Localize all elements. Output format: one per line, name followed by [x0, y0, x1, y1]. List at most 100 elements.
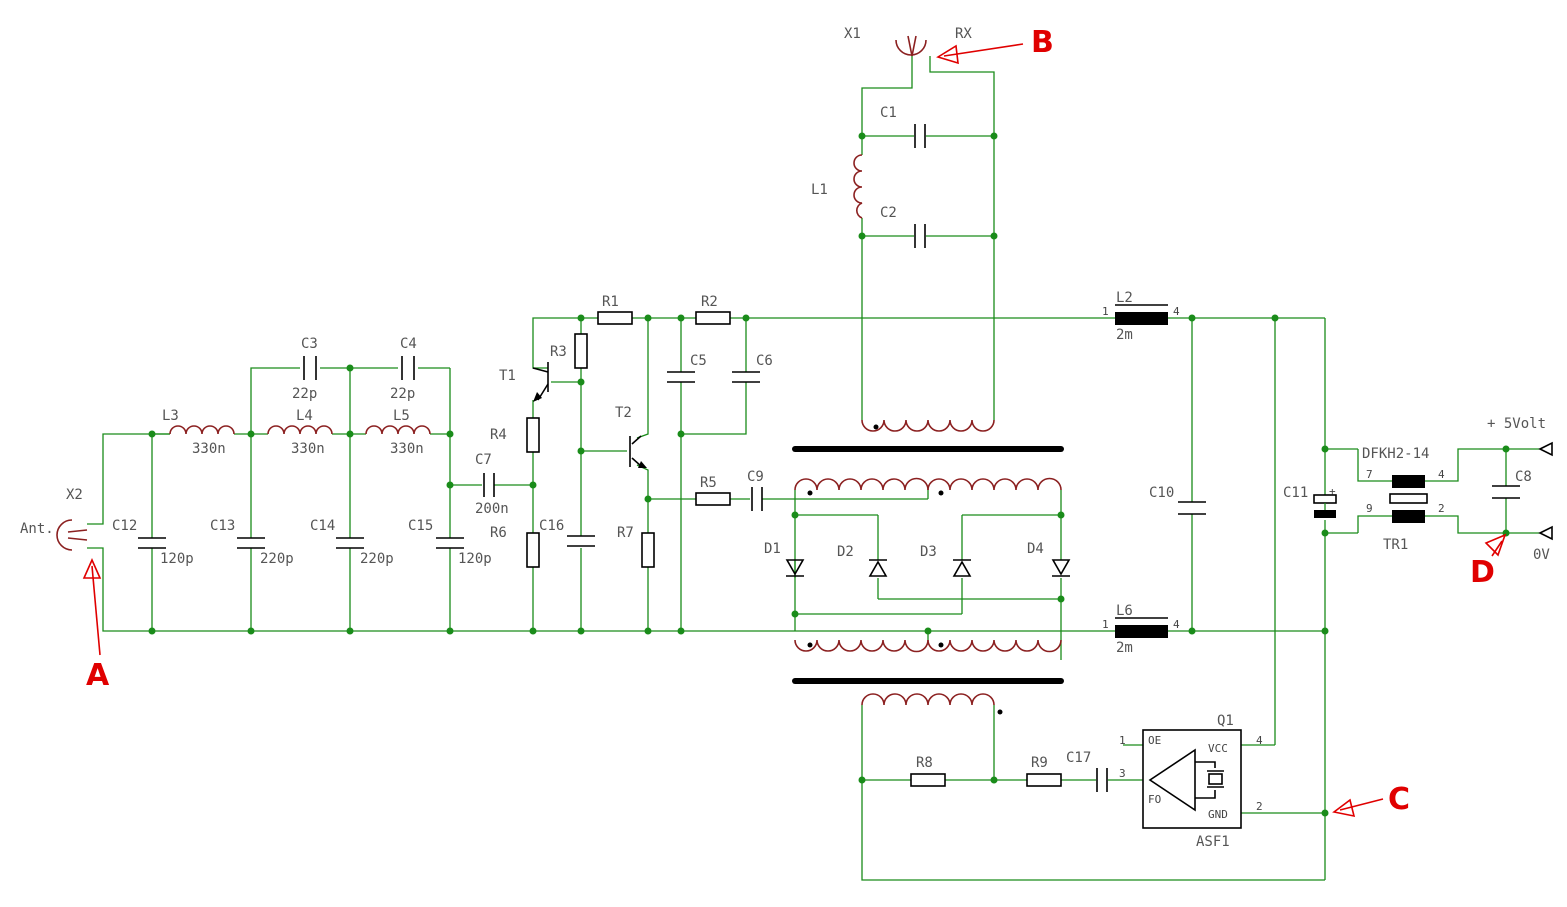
- label-r9: R9: [1031, 755, 1048, 771]
- pin-q-3: 3: [1119, 767, 1126, 780]
- diode-d4: [1051, 559, 1071, 577]
- diode-d3: [952, 559, 972, 577]
- label-d2: D2: [837, 544, 854, 560]
- resistor-r2: [695, 311, 731, 325]
- capacitor-c10: [1178, 501, 1206, 515]
- label-c3-value: 22p: [292, 386, 317, 402]
- label-c6: C6: [756, 353, 773, 369]
- label-r4: R4: [490, 427, 507, 443]
- label-c15-value: 120p: [458, 551, 492, 567]
- pin-tr-4: 4: [1438, 468, 1445, 481]
- junction-dots: [148, 132, 1510, 817]
- resistor-r9: [1026, 773, 1062, 787]
- inductor-l1: [853, 154, 863, 219]
- terminal-5v: [1538, 441, 1553, 457]
- capacitor-c8: [1492, 485, 1520, 499]
- capacitor-c14: [336, 537, 364, 549]
- capacitor-c9: [751, 487, 763, 511]
- label-r1: R1: [602, 294, 619, 310]
- label-r6: R6: [490, 525, 507, 541]
- capacitor-c17: [1096, 768, 1108, 792]
- label-tr1: TR1: [1383, 537, 1408, 553]
- capacitor-c3: [303, 356, 317, 380]
- label-r2: R2: [701, 294, 718, 310]
- label-r5: R5: [700, 475, 717, 491]
- label-l5-value: 330n: [390, 441, 424, 457]
- inductor-l5: [365, 425, 431, 435]
- label-d4: D4: [1027, 541, 1044, 557]
- resistor-r5: [695, 492, 731, 506]
- label-l2-value: 2m: [1116, 327, 1133, 343]
- label-l5: L5: [393, 408, 410, 424]
- pin-q-1: 1: [1119, 734, 1126, 747]
- label-ant: Ant.: [20, 521, 54, 537]
- pin-labels: 1 4 1 4 7 4 9 2 1 3 4 2 +: [1102, 305, 1445, 813]
- inductor-l4: [267, 425, 333, 435]
- label-c14-value: 220p: [360, 551, 394, 567]
- label-c12: C12: [112, 518, 137, 534]
- capacitor-c1: [914, 124, 926, 148]
- label-5v: + 5Volt: [1487, 416, 1546, 432]
- inductors: [169, 154, 1168, 638]
- pin-l6-1: 1: [1102, 618, 1109, 631]
- inductor-l6: [1115, 625, 1168, 638]
- label-l1: L1: [811, 182, 828, 198]
- label-r8: R8: [916, 755, 933, 771]
- label-oe: OE: [1148, 734, 1161, 747]
- annotation-a: A: [86, 658, 110, 693]
- pin-tr-2: 2: [1438, 502, 1445, 515]
- label-c13: C13: [210, 518, 235, 534]
- resistor-r8: [910, 773, 946, 787]
- label-gnd: GND: [1208, 808, 1228, 821]
- component-labels: X1 RX X2 Ant. C1 C2 L1 C3 22p C4 22p L3 …: [20, 26, 1550, 850]
- pin-c11-plus: +: [1329, 485, 1336, 498]
- label-t2: T2: [615, 405, 632, 421]
- label-c7: C7: [475, 452, 492, 468]
- pin-q-4: 4: [1256, 734, 1263, 747]
- capacitor-c11: [1313, 494, 1337, 518]
- label-c12-value: 120p: [160, 551, 194, 567]
- label-c4-value: 22p: [390, 386, 415, 402]
- label-l4-value: 330n: [291, 441, 325, 457]
- label-l3-value: 330n: [192, 441, 226, 457]
- connector-x1: [895, 35, 927, 57]
- label-x1: X1: [844, 26, 861, 42]
- inductor-l3: [169, 425, 235, 435]
- pin-l2-1: 1: [1102, 305, 1109, 318]
- label-q1: Q1: [1217, 713, 1234, 729]
- capacitor-c13: [237, 537, 265, 549]
- capacitor-c4: [401, 356, 415, 380]
- label-t1: T1: [499, 368, 516, 384]
- label-c1: C1: [880, 105, 897, 121]
- resistor-r4: [526, 417, 540, 453]
- label-c8: C8: [1515, 469, 1532, 485]
- label-r7: R7: [617, 525, 634, 541]
- pin-l2-4: 4: [1173, 305, 1180, 318]
- label-vcc: VCC: [1208, 742, 1228, 755]
- label-c3: C3: [301, 336, 318, 352]
- transistors: [532, 362, 647, 468]
- label-dfkh: DFKH2-14: [1362, 446, 1429, 462]
- label-c11: C11: [1283, 485, 1308, 501]
- label-x2: X2: [66, 487, 83, 503]
- label-c17: C17: [1066, 750, 1091, 766]
- resistor-r6: [526, 532, 540, 568]
- label-c16: C16: [539, 518, 564, 534]
- label-c9: C9: [747, 469, 764, 485]
- oscillator-asf1: [1142, 729, 1242, 829]
- transistor-t1: [532, 362, 549, 402]
- label-rx: RX: [955, 26, 972, 42]
- label-c10: C10: [1149, 485, 1174, 501]
- pin-tr-9: 9: [1366, 502, 1373, 515]
- connectors: [56, 35, 1553, 551]
- label-0v: 0V: [1533, 547, 1550, 563]
- annotation-d: D: [1470, 555, 1495, 590]
- resistor-r3: [574, 333, 588, 369]
- inductor-l2: [1115, 312, 1168, 325]
- capacitor-c16: [567, 535, 595, 547]
- pin-q-2: 2: [1256, 800, 1263, 813]
- diodes: [785, 559, 1071, 577]
- transistor-t2: [629, 435, 647, 468]
- capacitor-c6: [732, 371, 760, 383]
